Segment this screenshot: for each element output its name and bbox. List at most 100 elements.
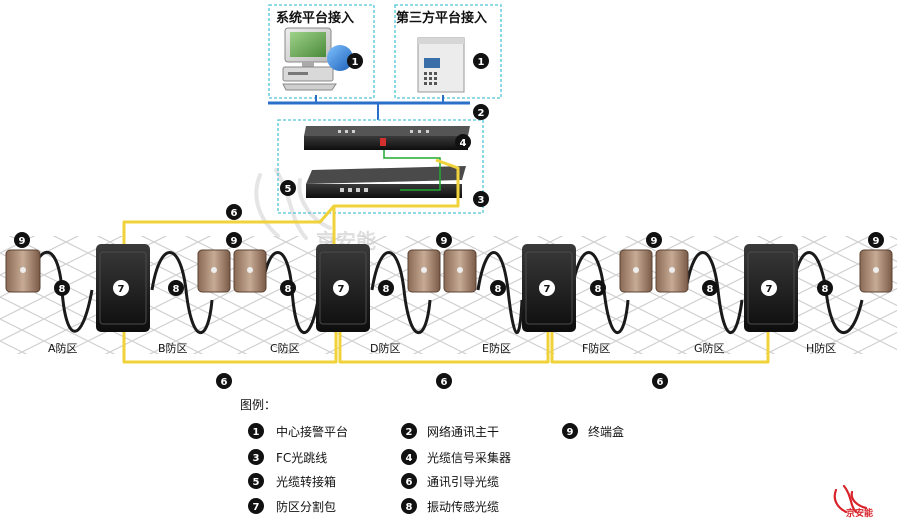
svg-text:7: 7 — [253, 502, 260, 513]
legend-item: 2 网络通讯主干 — [401, 423, 499, 439]
svg-text:9: 9 — [651, 236, 658, 247]
legend-title: 图例： — [240, 398, 276, 412]
svg-text:2: 2 — [478, 108, 485, 119]
diagram-badges: 1 1 2 4 5 3 6 9 9 9 9 9 7 7 7 7 8 8 8 8 … — [14, 53, 884, 389]
terminal-box — [197, 249, 231, 293]
svg-text:8: 8 — [707, 284, 714, 295]
badge: 8 — [168, 280, 184, 296]
svg-text:振动传感光缆: 振动传感光缆 — [427, 499, 499, 514]
legend-item: 7 防区分割包 — [248, 498, 336, 514]
svg-text:6: 6 — [441, 377, 448, 388]
alarm-panel-icon — [417, 37, 465, 93]
brand-logo: 京安能 — [833, 484, 873, 519]
svg-text:7: 7 — [544, 284, 551, 295]
svg-text:8: 8 — [595, 284, 602, 295]
badge: 7 — [333, 280, 349, 296]
badge: 4 — [455, 134, 471, 150]
svg-text:8: 8 — [495, 284, 502, 295]
svg-text:6: 6 — [221, 377, 228, 388]
svg-text:8: 8 — [285, 284, 292, 295]
equipment-box — [277, 119, 484, 214]
zone-label: B防区 — [158, 341, 188, 355]
svg-text:FC光跳线: FC光跳线 — [276, 451, 327, 465]
svg-text:6: 6 — [231, 208, 238, 219]
svg-text:光缆转接箱: 光缆转接箱 — [276, 474, 336, 489]
zone-label: E防区 — [482, 341, 511, 355]
badge: 1 — [347, 53, 363, 69]
badge: 8 — [590, 280, 606, 296]
zone-label: D防区 — [370, 341, 400, 355]
svg-text:6: 6 — [406, 477, 413, 488]
terminal-boxes — [5, 249, 893, 293]
badge: 7 — [113, 280, 129, 296]
svg-text:8: 8 — [383, 284, 390, 295]
svg-text:终端盒: 终端盒 — [588, 424, 624, 439]
system-platform-box: 系统平台接入 — [268, 4, 375, 99]
svg-text:5: 5 — [253, 477, 260, 488]
badge: 9 — [226, 232, 242, 248]
svg-text:9: 9 — [567, 427, 574, 438]
badge: 8 — [817, 280, 833, 296]
badge: 3 — [473, 191, 489, 207]
svg-text:1: 1 — [478, 57, 485, 68]
badge: 9 — [436, 232, 452, 248]
svg-text:防区分割包: 防区分割包 — [276, 499, 336, 514]
badge: 8 — [378, 280, 394, 296]
svg-text:2: 2 — [406, 427, 413, 438]
legend-item: 8 振动传感光缆 — [401, 498, 499, 514]
zone-labels: A防区 B防区 C防区 D防区 E防区 F防区 G防区 H防区 — [48, 341, 836, 355]
badge: 7 — [761, 280, 777, 296]
network-backbone — [268, 95, 470, 120]
zone-label: C防区 — [270, 341, 300, 355]
guide-cables — [122, 158, 770, 364]
svg-text:7: 7 — [338, 284, 345, 295]
zone-label: G防区 — [694, 341, 725, 355]
svg-text:9: 9 — [231, 236, 238, 247]
badge: 8 — [280, 280, 296, 296]
svg-text:8: 8 — [59, 284, 66, 295]
svg-text:8: 8 — [173, 284, 180, 295]
badge: 2 — [473, 104, 489, 120]
svg-text:9: 9 — [441, 236, 448, 247]
badge: 1 — [473, 53, 489, 69]
svg-text:3: 3 — [478, 195, 485, 206]
badge: 7 — [539, 280, 555, 296]
svg-text:4: 4 — [406, 453, 413, 464]
svg-text:光缆信号采集器: 光缆信号采集器 — [427, 450, 511, 465]
svg-text:1: 1 — [253, 427, 260, 438]
brand-logo-text: 京安能 — [846, 507, 873, 519]
legend: 图例： 1 中心接警平台 2 网络通讯主干 9 终端盒 3 FC光跳线 4 光缆… — [240, 398, 624, 514]
svg-text:网络通讯主干: 网络通讯主干 — [427, 424, 499, 439]
terminal-box — [443, 249, 477, 293]
badge: 6 — [652, 373, 668, 389]
svg-text:7: 7 — [766, 284, 773, 295]
computer-icon — [282, 27, 353, 91]
svg-text:9: 9 — [873, 236, 880, 247]
legend-item: 1 中心接警平台 — [248, 423, 348, 439]
svg-text:5: 5 — [285, 184, 292, 195]
third-party-title: 第三方平台接入 — [396, 10, 487, 26]
transfer-box-icon — [306, 166, 466, 198]
legend-item: 5 光缆转接箱 — [248, 473, 336, 489]
badge: 8 — [702, 280, 718, 296]
svg-text:1: 1 — [352, 57, 359, 68]
badge: 5 — [280, 180, 296, 196]
svg-text:8: 8 — [406, 502, 413, 513]
fc-jumper — [383, 150, 441, 191]
svg-text:8: 8 — [822, 284, 829, 295]
terminal-box — [655, 249, 689, 293]
svg-text:4: 4 — [460, 138, 467, 149]
flame-icon — [833, 484, 868, 514]
badge: 6 — [216, 373, 232, 389]
legend-item: 4 光缆信号采集器 — [401, 449, 511, 465]
zone-label: F防区 — [582, 341, 610, 355]
terminal-box — [5, 249, 41, 293]
terminal-box — [233, 249, 267, 293]
legend-item: 3 FC光跳线 — [248, 449, 327, 465]
signal-collector-icon — [304, 126, 470, 150]
badge: 9 — [868, 232, 884, 248]
badge: 8 — [54, 280, 70, 296]
terminal-box — [859, 249, 893, 293]
terminal-box — [407, 249, 441, 293]
